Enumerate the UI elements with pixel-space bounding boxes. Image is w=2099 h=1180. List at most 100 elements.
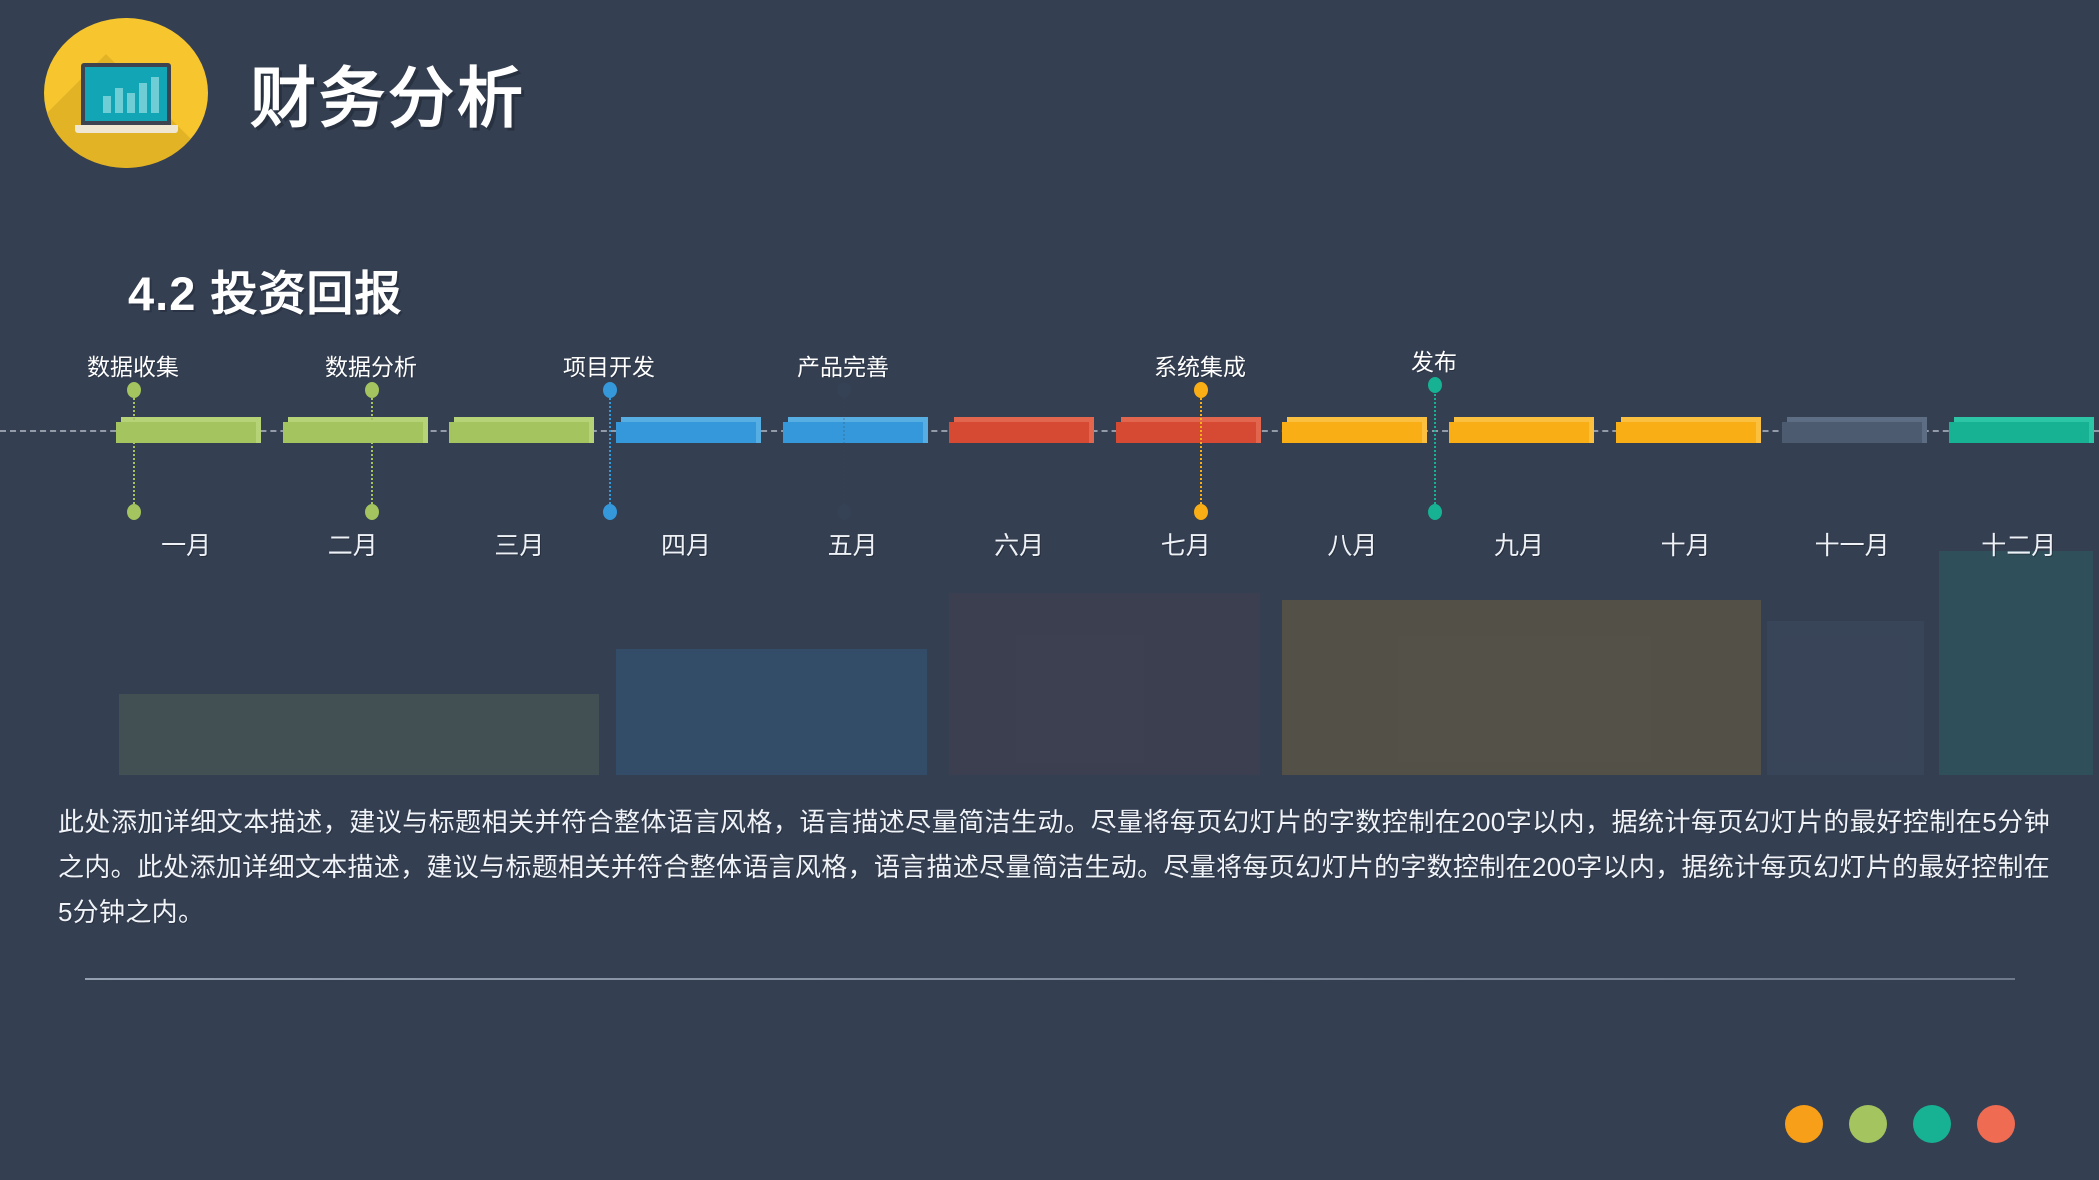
month-label: 三月 [494, 532, 545, 560]
gantt-bar-top-face [121, 417, 262, 423]
slide-header: 财务分析 [44, 18, 526, 168]
gantt-bar-front-face [1449, 422, 1589, 443]
gantt-bar-front-face [782, 422, 923, 443]
brand-title: 财务分析 [250, 61, 526, 135]
gantt-bar[interactable] [616, 417, 761, 443]
month-label: 九月 [1493, 532, 1545, 560]
gantt-bar-top-face [1287, 417, 1428, 423]
gantt-bar-top-face [787, 417, 928, 423]
milestone-connector-line [133, 390, 135, 512]
milestone-dot[interactable] [1194, 382, 1208, 398]
gantt-bar-front-face [1115, 422, 1256, 443]
group-block [119, 693, 600, 775]
gantt-bar[interactable] [1449, 417, 1594, 443]
gantt-bar[interactable] [1282, 417, 1428, 443]
group-block [1939, 551, 2093, 775]
group-block [1282, 600, 1762, 775]
laptop-screen [85, 67, 167, 121]
milestone-label: 产品完善 [797, 354, 889, 380]
group-block [616, 649, 927, 775]
gantt-bar-top-face [287, 417, 428, 423]
milestone-dot[interactable] [1194, 504, 1208, 520]
month-label: 六月 [994, 532, 1045, 560]
gantt-bar-front-face [449, 422, 590, 443]
gantt-bar[interactable] [782, 417, 928, 443]
month-label: 五月 [827, 532, 878, 560]
month-label: 八月 [1327, 532, 1378, 560]
gantt-bar-top-face [954, 417, 1095, 423]
laptop-body [81, 63, 171, 125]
gantt-bar-top-face [1120, 417, 1261, 423]
milestone-dot[interactable] [127, 504, 141, 520]
milestone-label: 数据收集 [87, 354, 179, 380]
gantt-bar-side-face [922, 417, 928, 443]
footer-color-dots [1785, 1105, 2015, 1143]
footer-dot[interactable] [1785, 1105, 1823, 1143]
gantt-bar[interactable] [1115, 417, 1261, 443]
logo-chart-bar-4 [139, 83, 147, 113]
gantt-bar-front-face [1782, 422, 1923, 443]
gantt-bar[interactable] [449, 417, 595, 443]
milestone-connector-line [1200, 390, 1202, 512]
gantt-bar[interactable] [1782, 417, 1928, 443]
milestone-dot[interactable] [603, 504, 617, 520]
gantt-bar[interactable] [949, 417, 1095, 443]
milestone-dot[interactable] [837, 382, 851, 398]
footer-dot[interactable] [1977, 1105, 2015, 1143]
gantt-bar[interactable] [282, 417, 428, 443]
gantt-bar-side-face [1422, 417, 1428, 443]
gantt-bar-side-face [1255, 417, 1261, 443]
milestone-dot[interactable] [1428, 504, 1442, 520]
milestone-dot[interactable] [837, 504, 851, 520]
milestone-label: 发布 [1411, 349, 1457, 375]
milestone-label: 系统集成 [1154, 354, 1246, 380]
logo-chart-bar-3 [127, 93, 135, 113]
group-block [1766, 621, 1924, 775]
group-block [949, 593, 1260, 775]
milestone-dot[interactable] [365, 504, 379, 520]
footer-divider [85, 978, 2015, 980]
gantt-bar-side-face [256, 417, 262, 443]
gantt-bar-front-face [282, 422, 423, 443]
milestone-connector-line [371, 390, 373, 512]
month-label: 十一月 [1814, 532, 1890, 560]
gantt-bar-front-face [1282, 422, 1423, 443]
gantt-bar[interactable] [1615, 417, 1761, 443]
footer-dot[interactable] [1849, 1105, 1887, 1143]
gantt-bar[interactable] [116, 417, 262, 443]
gantt-bar-front-face [1948, 422, 2089, 443]
laptop-base [75, 125, 178, 133]
body-paragraph: 此处添加详细文本描述，建议与标题相关并符合整体语言风格，语言描述尽量简洁生动。尽… [58, 807, 2050, 927]
gantt-bar-top-face [1953, 417, 2094, 423]
month-label: 十月 [1660, 532, 1711, 560]
gantt-bar-front-face [949, 422, 1090, 443]
brand-logo [44, 18, 212, 168]
gantt-bar-side-face [422, 417, 428, 443]
month-label: 四月 [660, 532, 712, 560]
gantt-bar-front-face [116, 422, 257, 443]
gantt-bar-side-face [1755, 417, 1761, 443]
page-title: 4.2 投资回报 [128, 267, 403, 320]
gantt-bar-side-face [756, 417, 761, 443]
month-label: 七月 [1160, 532, 1211, 560]
gantt-bar[interactable] [1948, 417, 2094, 443]
month-label: 十二月 [1981, 532, 2057, 560]
footer-dot[interactable] [1913, 1105, 1951, 1143]
gantt-bar-top-face [1454, 417, 1594, 423]
milestone-dot[interactable] [365, 382, 379, 398]
milestone-dot[interactable] [1428, 377, 1442, 393]
milestone-connector-line [1434, 385, 1436, 512]
month-label: 二月 [327, 532, 378, 560]
milestone-connector-line [609, 390, 611, 512]
milestone-dot[interactable] [603, 382, 617, 398]
gantt-bar-side-face [1089, 417, 1095, 443]
milestone-dot[interactable] [127, 382, 141, 398]
gantt-bar-top-face [621, 417, 761, 423]
gantt-bar-front-face [1615, 422, 1756, 443]
gantt-timeline-chart: 数据收集数据分析项目开发产品完善系统集成发布 一月二月三月四月五月六月七月八月九… [0, 349, 2099, 775]
milestone-label: 项目开发 [563, 354, 655, 380]
milestone-connector-line [843, 390, 845, 512]
gantt-bar-side-face [2088, 417, 2094, 443]
logo-chart-bar-2 [115, 88, 123, 113]
